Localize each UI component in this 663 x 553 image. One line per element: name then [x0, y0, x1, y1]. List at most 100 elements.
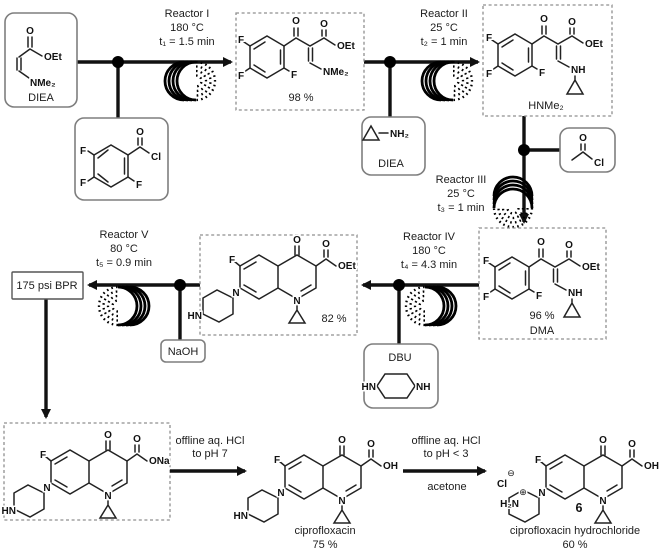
tee-junction-1 — [112, 56, 124, 68]
atom-n-piperazine: N — [43, 483, 50, 494]
atom-o: O — [293, 235, 301, 246]
structure-quinolone-ester: F O O OEt N HN N 82 % — [186, 234, 358, 326]
atom-hn: HN — [234, 511, 248, 522]
intermediate-box-82 — [199, 234, 358, 336]
atom-oet: OEt — [338, 261, 356, 272]
atom-n-ring: N — [599, 496, 606, 507]
workup-2-solvent: acetone — [427, 481, 466, 493]
reactor-3-time: t₃ = 1 min — [438, 202, 485, 214]
workup-1-line-2: to pH 7 — [192, 448, 227, 460]
atom-o: O — [599, 435, 607, 446]
atom-f: F — [238, 71, 244, 82]
tee-junction-5 — [174, 279, 186, 291]
reactor-coil-1-icon — [163, 60, 217, 102]
structure-acyl-chloride: F F F O Cl — [78, 126, 162, 193]
atom-o: O — [367, 439, 375, 450]
solvent-dma: DMA — [530, 325, 555, 337]
structure-enaminone-98: F F F O O OEt NMe₂ 98 % — [236, 15, 357, 105]
reagent-box-acetyl-chloride — [559, 127, 616, 173]
product-name-cipro-hcl: ciprofloxacin hydrochloride — [510, 525, 640, 537]
compound-number-6: 6 — [576, 501, 583, 515]
structure-cyclopropylamine: NH₂ DIEA — [361, 124, 410, 170]
atom-f: F — [291, 70, 297, 81]
atom-nh: NH — [571, 65, 585, 76]
atom-f: F — [80, 178, 86, 189]
atom-f: F — [486, 33, 492, 44]
charge-minus-icon: ⊖ — [507, 468, 515, 478]
reactor-2-label: Reactor II 25 °C t₂ = 1 min — [420, 8, 468, 48]
product-name-ciprofloxacin: ciprofloxacin — [294, 525, 355, 537]
reagent-label-dbu: DBU — [388, 352, 411, 364]
atom-oet: OEt — [44, 52, 62, 63]
atom-f: F — [539, 68, 545, 79]
atom-n-piperazine: N — [277, 488, 284, 499]
reactor-1-name: Reactor I — [165, 8, 210, 20]
atom-o: O — [540, 14, 548, 25]
reactor-coil-5-icon — [97, 285, 151, 327]
yield-98: 98 % — [288, 92, 313, 104]
atom-o: O — [579, 133, 587, 144]
atom-ona: ONa — [149, 456, 170, 467]
atom-f: F — [486, 69, 492, 80]
tee-junction-2 — [384, 56, 396, 68]
workup-2-line-2: to pH < 3 — [424, 448, 469, 460]
atom-f: F — [136, 180, 142, 191]
reactor-1-label: Reactor I 180 °C t₁ = 1.5 min — [159, 8, 214, 48]
atom-o: O — [568, 17, 576, 28]
atom-o: O — [136, 127, 144, 138]
atom-nh: NH — [568, 288, 582, 299]
reactor-1-temp: 180 °C — [170, 22, 204, 34]
atom-cl: Cl — [151, 152, 161, 163]
intermediate-box-dma — [478, 227, 607, 340]
back-pressure-regulator-box — [11, 271, 84, 300]
reactor-2-name: Reactor II — [420, 8, 468, 20]
reactor-4-temp: 180 °C — [412, 245, 446, 257]
structure-quinolone-sodium-salt: F O O ONa N HN N — [0, 429, 172, 519]
reagent-label-naoh: NaOH — [168, 346, 199, 358]
intermediate-box-98 — [235, 12, 365, 111]
atom-o: O — [320, 19, 328, 30]
atom-chloride: Cl — [497, 479, 507, 490]
reactor-coil-4-icon — [404, 285, 458, 327]
workup-acidify: offline aq. HCl to pH < 3 acetone — [403, 435, 487, 493]
structure-acetyl-chloride: O Cl — [571, 132, 606, 171]
atom-n-ring: N — [104, 491, 111, 502]
intermediate-box-sodium-salt — [3, 422, 171, 521]
atom-o: O — [292, 16, 300, 27]
yield-82: 82 % — [321, 313, 346, 325]
workup-1-line-1: offline aq. HCl — [176, 435, 245, 447]
atom-f: F — [483, 292, 489, 303]
atom-oh: OH — [383, 461, 398, 472]
atom-f: F — [229, 255, 235, 266]
reactor-4-name: Reactor IV — [403, 231, 456, 243]
structure-dbu-piperazine: DBU HN NH — [360, 352, 432, 399]
reactor-5-label: Reactor V 80 °C t₅ = 0.9 min — [96, 229, 152, 269]
atom-o: O — [322, 239, 330, 250]
bpr-label: 175 psi BPR — [16, 280, 77, 292]
atom-oh: OH — [644, 461, 659, 472]
atom-f: F — [536, 291, 542, 302]
atom-o: O — [104, 430, 112, 441]
atom-o: O — [565, 240, 573, 251]
atom-hn: HN — [362, 382, 376, 393]
product-yield-60: 60 % — [562, 539, 587, 551]
atom-cl: Cl — [594, 158, 604, 169]
atom-nme2: NMe₂ — [30, 78, 56, 89]
reactor-4-time: t₄ = 4.3 min — [401, 259, 457, 271]
reagent-box-naoh — [160, 339, 206, 363]
reactor-4-label: Reactor IV 180 °C t₄ = 4.3 min — [401, 231, 457, 271]
yield-96: 96 % — [529, 310, 554, 322]
structure-ciprofloxacin: F O O OH N HN N ciprofloxacin 75 % — [232, 434, 399, 552]
atom-f: F — [535, 455, 541, 466]
tee-junction-3 — [518, 144, 530, 156]
reactor-3-name: Reactor III — [436, 174, 487, 186]
reactor-3-label: Reactor III 25 °C t₃ = 1 min — [436, 174, 487, 214]
structure-enaminone-cp: F F F O O OEt NH HNMe₂ — [484, 13, 605, 113]
atom-nme2: NMe₂ — [323, 67, 349, 78]
reactor-5-temp: 80 °C — [110, 243, 138, 255]
atom-n-ring: N — [293, 296, 300, 307]
reagent-box-cyclopropylamine — [361, 116, 426, 176]
product-yield-75: 75 % — [312, 539, 337, 551]
